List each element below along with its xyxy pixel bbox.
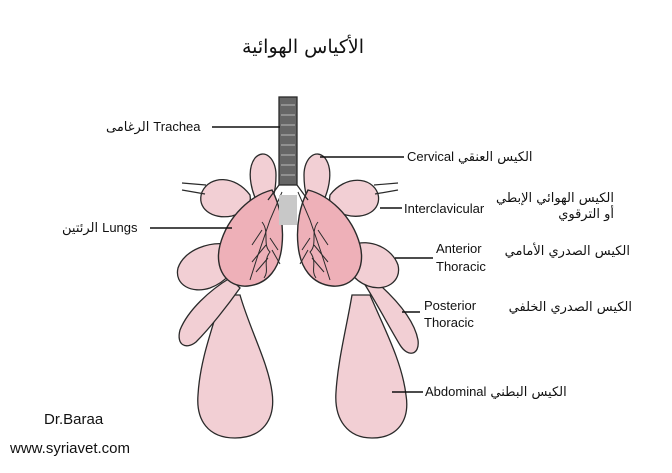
label-anterior-en-2: Thoracic bbox=[436, 259, 486, 274]
label-posterior-ar: الكيس الصدري الخلفي bbox=[508, 300, 632, 315]
label-lungs: الرئتين Lungs bbox=[62, 220, 138, 237]
label-interclavicular-en: Interclavicular bbox=[404, 201, 485, 216]
label-interclavicular-ar-2: أو الترقوي bbox=[558, 207, 614, 222]
diagram-title: الأكياس الهوائية bbox=[241, 36, 365, 58]
posterior-thoracic-sac-left bbox=[178, 277, 241, 347]
label-trachea-en: Trachea bbox=[153, 119, 201, 134]
label-lungs-en: Lungs bbox=[102, 220, 138, 235]
label-anterior-en-1: Anterior bbox=[436, 241, 482, 256]
label-trachea-ar: الرغامى bbox=[106, 120, 150, 135]
credit-url: www.syriavet.com bbox=[10, 440, 131, 457]
label-cervical-en: Cervical bbox=[407, 149, 454, 164]
label-anterior-ar: الكيس الصدري الأمامي bbox=[504, 244, 630, 259]
label-interclavicular-ar-1: الكيس الهوائي الإبطي bbox=[495, 191, 614, 206]
posterior-thoracic-sac-right bbox=[360, 277, 419, 354]
trachea bbox=[267, 96, 309, 225]
label-abdominal: Abdominal الكيس البطني bbox=[425, 384, 567, 401]
label-abdominal-en: Abdominal bbox=[425, 384, 487, 399]
label-cervical: Cervical الكيس العنقي bbox=[407, 149, 533, 166]
label-posterior-en-1: Posterior bbox=[424, 298, 477, 313]
credit-name: Dr.Baraa bbox=[44, 411, 104, 428]
label-posterior-en-2: Thoracic bbox=[424, 315, 474, 330]
abdominal-sac-right bbox=[335, 294, 408, 439]
abdominal-sac-left bbox=[197, 294, 274, 439]
label-cervical-ar: الكيس العنقي bbox=[457, 150, 533, 165]
label-trachea: الرغامى Trachea bbox=[106, 119, 201, 136]
label-lungs-ar: الرئتين bbox=[62, 221, 99, 236]
label-abdominal-ar: الكيس البطني bbox=[490, 385, 567, 400]
